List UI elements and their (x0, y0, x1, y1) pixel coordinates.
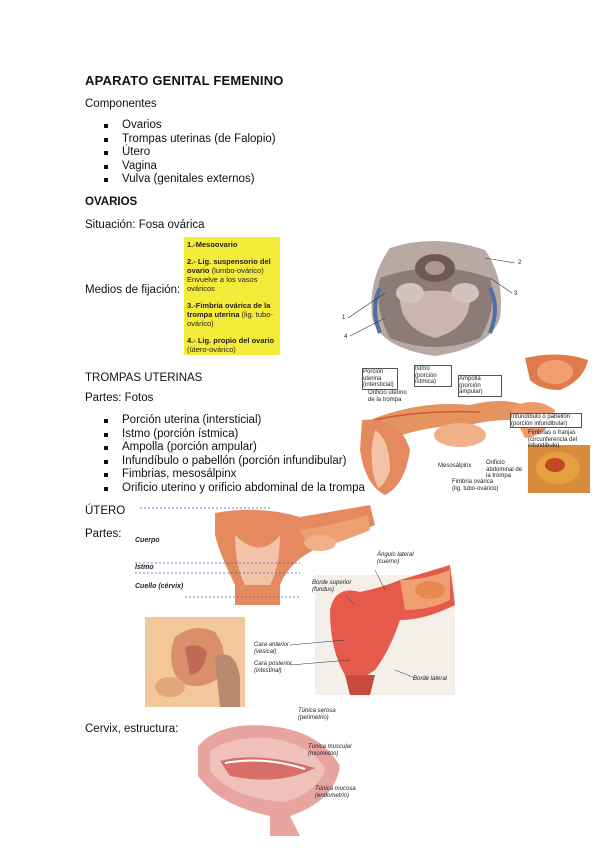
ovarios-heading: OVARIOS (85, 196, 138, 208)
list-item: Ovarios (104, 119, 276, 133)
list-item: Útero (104, 146, 276, 160)
uterus-external-figure: Ángulo lateral (cuerno) Borde superior (… (250, 550, 460, 700)
tube-label-e: Infundíbulo o pabellón (porción infundib… (510, 413, 582, 428)
tube-label-i: Fimbria ovárica (lig. tubo-ovárico) (452, 479, 499, 492)
ovarios-situacion: Situación: Fosa ovárica (85, 219, 205, 231)
list-item: Vagina (104, 160, 276, 174)
components-list: Ovarios Trompas uterinas (de Falopio) Út… (104, 119, 276, 187)
ovary-label-3: 3 (514, 291, 518, 297)
tube-label-h: Mesosálpinx (438, 463, 472, 469)
fixation-3-note: (lig. tubo-ovárico) (187, 310, 273, 328)
tube-label-b: Istmo (porción ístmica) (414, 365, 452, 387)
cervix-figure: Túnica serosa (perimetrio) Túnica muscul… (190, 706, 362, 838)
fixation-2-extra: Envuelve a los vasos ováricos (187, 275, 258, 293)
tube-label-a: Porción uterina (intersticial) (362, 368, 398, 390)
ovary-label-1: 1 (342, 315, 346, 321)
tube-label-g: Orificio abdominal de la trompa (486, 460, 523, 479)
tube-label-c: Ampolla (porción ampular) (458, 375, 502, 397)
tube-figure: Porción uterina (intersticial) Istmo (po… (360, 350, 592, 500)
tube-label-d: Orificio uterino de la trompa (368, 390, 407, 403)
cervix-label: Cervix, estructura: (85, 723, 179, 735)
utero-partes: Partes: (85, 528, 122, 540)
list-item: Istmo (porción ístmica) (104, 428, 365, 442)
uterus-label-angulo: Ángulo lateral (cuerno) (377, 552, 414, 565)
uterus-label-cara-post: Cara posterior (intestinal) (254, 661, 293, 674)
fixation-note: 1.-Mesoovario 2.- Lig. suspensorio del o… (184, 237, 280, 355)
list-item: Infundíbulo o pabellón (porción infundib… (104, 455, 365, 469)
pelvis-sagittal-figure (145, 617, 245, 707)
components-heading: Componentes (85, 98, 157, 110)
ovary-label-2: 2 (518, 260, 522, 266)
cervix-label-mucosa: Túnica mucosa (endometrio) (315, 786, 356, 799)
uterus-label-cuello: Cuello (cérvix) (135, 583, 184, 590)
utero-heading: ÚTERO (85, 505, 126, 517)
uterus-label-cara-ant: Cara anterior (vesical) (254, 642, 290, 655)
medios-label: Medios de fijación: (85, 284, 181, 296)
uterus-label-cuerpo: Cuerpo (135, 537, 160, 544)
cervix-label-serosa: Túnica serosa (perimetrio) (298, 708, 336, 721)
cervix-label-muscular: Túnica muscular (miometrio) (308, 744, 353, 757)
fixation-2-note: (lumbo-ovárico) (211, 266, 264, 275)
ovary-label-4: 4 (344, 334, 348, 340)
fixation-1: 1.-Mesoovario (187, 240, 238, 249)
uterus-label-istmo: Istmo (135, 564, 154, 571)
fixation-4-note: (útero-ovárico) (187, 345, 236, 354)
page-title: APARATO GENITAL FEMENINO (85, 73, 284, 88)
list-item: Orificio uterino y orificio abdominal de… (104, 481, 365, 494)
ovary-figure: 1 4 2 3 (340, 238, 530, 360)
uterus-label-borde-sup: Borde superior (fundus) (312, 580, 352, 593)
list-item: Trompas uterinas (de Falopio) (104, 132, 276, 145)
list-item: Fimbrias, mesosálpinx (104, 468, 365, 482)
tube-label-f: Fimbrias o franjas (circunferencia del i… (528, 430, 578, 449)
trompas-partes: Partes: Fotos (85, 392, 154, 404)
fixation-2: 2.- Lig. suspensorio del ovario (187, 257, 271, 275)
uterus-parts-figure: Cuerpo Istmo Cuello (cérvix) (130, 505, 380, 615)
fixation-3: 3.-Fimbria ovárica de la trompa uterina (187, 301, 271, 319)
fixation-4: 4.- Lig. propio del ovario (187, 336, 275, 345)
trompas-list: Porción uterina (intersticial) Istmo (po… (104, 414, 365, 496)
trompas-heading: TROMPAS UTERINAS (85, 372, 203, 384)
uterus-label-borde-lat: Borde lateral (413, 676, 448, 682)
list-item: Ampolla (porción ampular) (104, 441, 365, 455)
list-item: Vulva (genitales externos) (104, 173, 276, 187)
list-item: Porción uterina (intersticial) (104, 414, 365, 428)
